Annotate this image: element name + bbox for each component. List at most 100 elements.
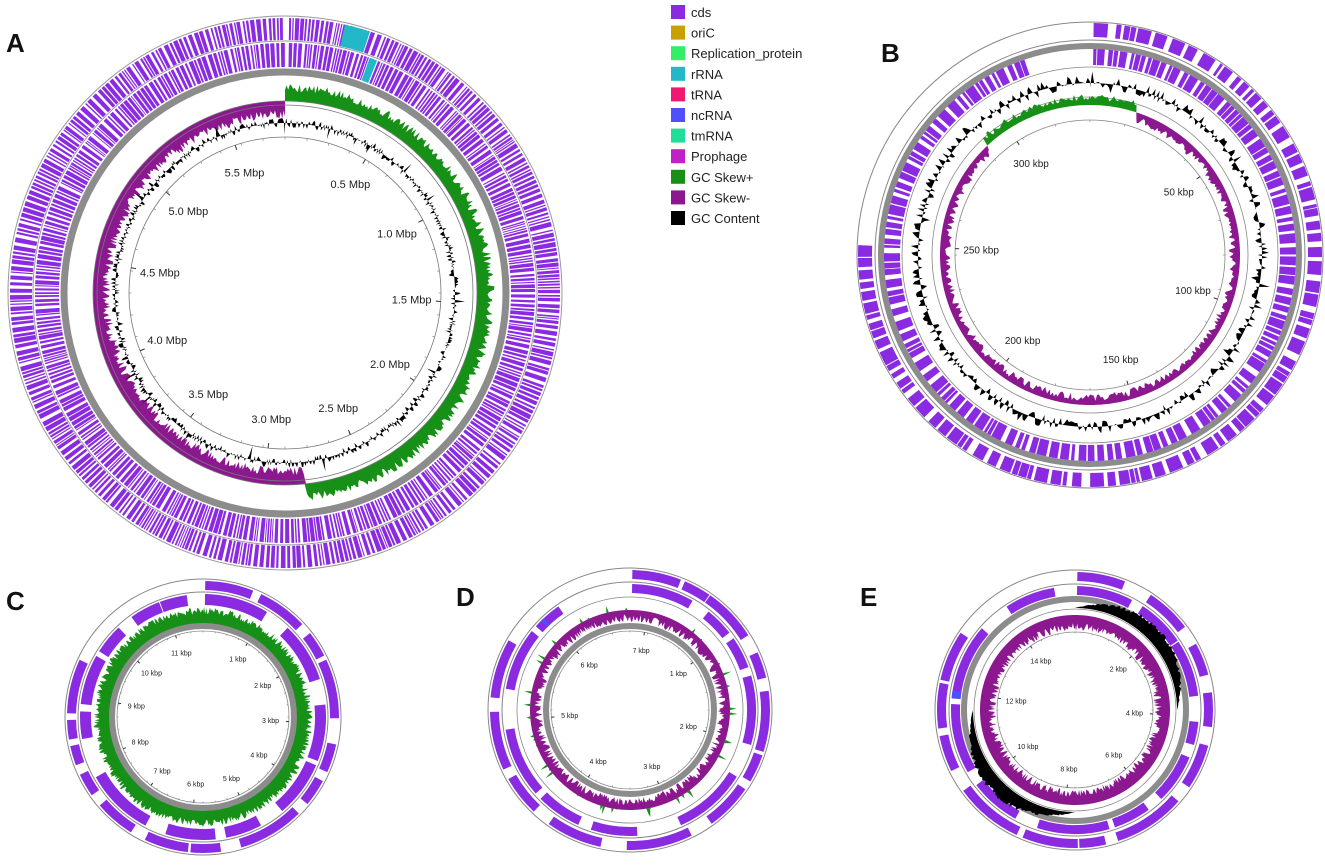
scale-minor-tick xyxy=(1004,742,1007,745)
scale-tick xyxy=(175,635,177,639)
scale-minor-tick xyxy=(1022,137,1024,140)
scale-minor-tick xyxy=(959,289,962,291)
scale-tick xyxy=(1123,766,1127,770)
ncrna-feature xyxy=(540,618,550,628)
scale-minor-tick xyxy=(413,208,417,211)
scale-minor-tick xyxy=(1143,742,1146,745)
scale-minor-tick xyxy=(1205,187,1208,189)
gc-skew-positive xyxy=(93,84,495,501)
scale-minor-tick xyxy=(1107,639,1110,642)
scale-minor-tick xyxy=(663,638,665,641)
scale-minor-tick xyxy=(1122,648,1124,651)
legend-label: GC Skew+ xyxy=(691,170,754,185)
scale-tick xyxy=(122,747,127,750)
scale-tick-label: 7 kbp xyxy=(633,648,650,655)
legend-label: tmRNA xyxy=(691,129,733,144)
scale-minor-tick xyxy=(568,660,570,662)
scale-minor-tick xyxy=(1156,137,1158,140)
scale-minor-tick xyxy=(182,408,185,412)
scale-minor-tick xyxy=(595,779,597,782)
panel-letter: E xyxy=(860,582,877,612)
scale-minor-tick xyxy=(135,335,138,338)
scale-tick xyxy=(1016,141,1020,146)
scale-minor-tick xyxy=(1013,661,1016,663)
scale-tick xyxy=(702,730,707,733)
scale-minor-tick xyxy=(1218,289,1221,291)
track-separator xyxy=(516,596,744,824)
scale-tick xyxy=(276,676,280,679)
scale-minor-tick xyxy=(1134,661,1137,663)
scale-tick-label: 2 kbp xyxy=(254,683,271,690)
outer-frame-ring xyxy=(934,569,1216,851)
scale-tick xyxy=(150,782,154,786)
frame-ring xyxy=(874,39,1306,471)
legend-swatch xyxy=(671,66,685,81)
scale-tick-label: 3 kbp xyxy=(262,718,279,725)
scale-minor-tick xyxy=(200,421,203,425)
scale-tick xyxy=(1213,297,1218,300)
scale-minor-tick xyxy=(1054,124,1056,127)
skew-baseline xyxy=(92,100,478,486)
frame-ring xyxy=(77,591,329,843)
scale-minor-tick xyxy=(130,670,133,672)
scale-tick-label: 2 kbp xyxy=(1110,666,1127,673)
scale-minor-tick xyxy=(156,644,158,647)
scale-minor-tick xyxy=(258,780,260,783)
scale-minor-tick xyxy=(142,227,146,230)
legend-swatch xyxy=(671,5,685,19)
scale-minor-tick xyxy=(385,174,388,178)
scale-minor-tick xyxy=(1040,639,1043,642)
legend-swatch xyxy=(671,149,685,164)
backbone-ring xyxy=(961,596,1189,824)
scale-minor-tick xyxy=(1124,383,1126,386)
gc-skew-negative xyxy=(93,101,477,485)
scale-tick-label: 3 kbp xyxy=(643,764,660,771)
inner-scale-ring xyxy=(550,630,710,790)
scale-tick xyxy=(245,643,248,647)
scale-minor-tick xyxy=(558,743,561,745)
scale-minor-tick xyxy=(266,660,269,662)
panel-letter: B xyxy=(881,38,900,68)
scale-minor-tick xyxy=(972,187,975,189)
scale-minor-tick xyxy=(156,787,158,790)
scale-tick xyxy=(137,660,141,664)
scale-minor-tick xyxy=(146,780,148,783)
scale-minor-tick xyxy=(385,408,388,412)
scale-tick xyxy=(418,219,424,223)
scale-tick xyxy=(234,145,238,151)
scale-minor-tick xyxy=(678,648,680,650)
scale-tick-label: 14 kbp xyxy=(1030,659,1051,666)
scale-tick-label: 1.0 Mbp xyxy=(377,228,417,240)
legend-swatch xyxy=(671,169,685,184)
gc-skew-positive xyxy=(523,605,738,817)
legend-label: rRNA xyxy=(691,67,723,82)
scale-tick-label: 2.0 Mbp xyxy=(370,359,410,371)
scale-tick-label: 3.0 Mbp xyxy=(251,414,291,426)
scale-tick xyxy=(576,651,580,655)
scale-minor-tick xyxy=(348,432,351,436)
backbone-ring xyxy=(60,68,510,518)
scale-tick-label: 12 kbp xyxy=(1006,698,1027,705)
scale-minor-tick xyxy=(558,675,561,677)
scale-minor-tick xyxy=(690,660,692,662)
scale-tick-label: 300 kbp xyxy=(1013,159,1049,170)
scale-minor-tick xyxy=(413,375,417,378)
legend-swatch xyxy=(671,211,685,225)
cds-track-forward xyxy=(937,572,1213,848)
legend-label: Replication_protein xyxy=(691,46,802,61)
frame-ring xyxy=(948,583,1202,837)
legend: cdsoriCReplication_proteinrRNAtRNAncRNAt… xyxy=(671,5,802,226)
legend-swatch xyxy=(671,108,685,122)
scale-tick-label: 200 kbp xyxy=(1005,336,1041,347)
scale-tick-label: 150 kbp xyxy=(1103,355,1139,366)
scale-minor-tick xyxy=(146,651,148,654)
scale-minor-tick xyxy=(424,356,428,359)
backbone-ring xyxy=(109,623,297,811)
scale-minor-tick xyxy=(1040,778,1043,781)
scale-minor-tick xyxy=(348,150,351,154)
track-separator xyxy=(901,66,1279,444)
scale-tick-label: 4 kbp xyxy=(1126,710,1143,717)
